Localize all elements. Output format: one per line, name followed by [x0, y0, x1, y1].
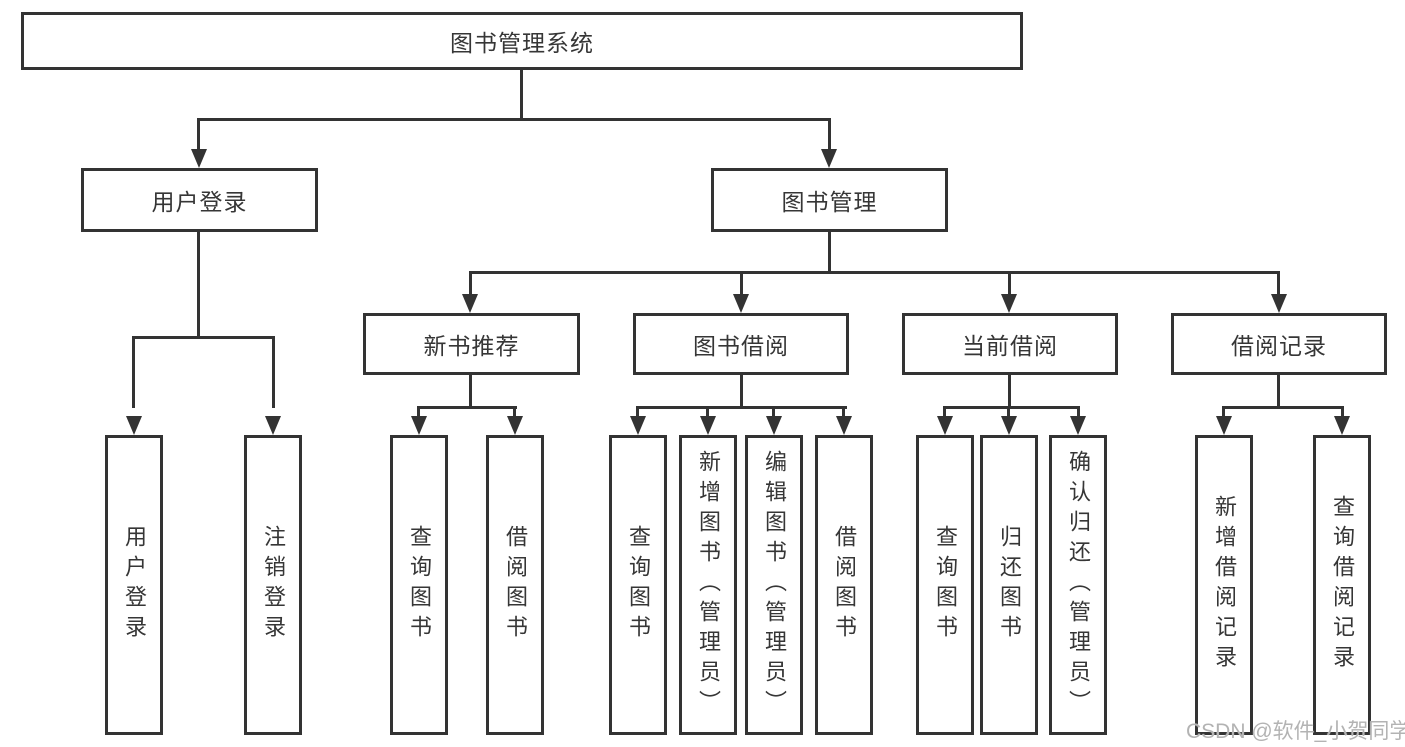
arrow-down-icon — [462, 294, 478, 313]
leaf-label: 借阅图书 — [503, 525, 528, 645]
leaf-label: 编辑图书（管理员） — [762, 450, 787, 720]
leaf-edit-books-admin: 编辑图书（管理员） — [745, 435, 803, 735]
connector-line — [513, 406, 516, 418]
leaf-logout: 注销登录 — [244, 435, 302, 735]
connector-line — [772, 406, 775, 418]
connector-line — [1077, 406, 1080, 418]
arrow-down-icon — [265, 416, 281, 435]
leaf-label: 确认归还（管理员） — [1066, 450, 1091, 720]
arrow-down-icon — [1001, 416, 1017, 435]
node-borrowing-records: 借阅记录 — [1171, 313, 1387, 375]
leaf-query-borrow-record: 查询借阅记录 — [1313, 435, 1371, 735]
connector-line — [198, 118, 831, 121]
arrow-down-icon — [733, 294, 749, 313]
node-library-management-system: 图书管理系统 — [21, 12, 1023, 70]
leaf-label: 查询图书 — [407, 525, 432, 645]
connector-line — [197, 232, 200, 336]
leaf-label: 借阅图书 — [832, 525, 857, 645]
arrow-down-icon — [1001, 294, 1017, 313]
connector-line — [828, 118, 831, 151]
csdn-watermark: CSDN @软件_小贺同学 — [1186, 720, 1405, 743]
node-book-borrowing: 图书借阅 — [633, 313, 849, 375]
leaf-query-books-borrowing: 查询图书 — [609, 435, 667, 735]
connector-line — [740, 271, 743, 296]
connector-line — [469, 375, 472, 406]
connector-line — [469, 271, 1280, 274]
arrow-down-icon — [1334, 416, 1350, 435]
connector-line — [1222, 406, 1225, 418]
arrow-down-icon — [630, 416, 646, 435]
leaf-label: 查询图书 — [626, 525, 651, 645]
connector-line — [637, 406, 847, 409]
connector-line — [706, 406, 709, 418]
connector-line — [418, 406, 517, 409]
connector-line — [1341, 406, 1344, 418]
arrow-down-icon — [1216, 416, 1232, 435]
connector-line — [828, 232, 831, 271]
leaf-query-books-current: 查询图书 — [916, 435, 974, 735]
leaf-confirm-return-admin: 确认归还（管理员） — [1049, 435, 1107, 735]
connector-line — [636, 406, 639, 418]
arrow-down-icon — [126, 416, 142, 435]
leaf-add-books-admin: 新增图书（管理员） — [679, 435, 737, 735]
connector-line — [842, 406, 845, 418]
connector-line — [469, 271, 472, 296]
arrow-down-icon — [836, 416, 852, 435]
node-current-borrowing: 当前借阅 — [902, 313, 1118, 375]
connector-line — [740, 375, 743, 406]
leaf-label: 注销登录 — [261, 525, 286, 645]
leaf-label: 查询借阅记录 — [1330, 495, 1355, 675]
arrow-down-icon — [766, 416, 782, 435]
arrow-down-icon — [821, 149, 837, 168]
node-book-management: 图书管理 — [711, 168, 948, 232]
arrow-down-icon — [937, 416, 953, 435]
arrow-down-icon — [1271, 294, 1287, 313]
connector-line — [520, 70, 523, 118]
connector-line — [417, 406, 420, 418]
connector-line — [1277, 271, 1280, 296]
connector-line — [1223, 406, 1344, 409]
leaf-query-books-recommend: 查询图书 — [390, 435, 448, 735]
connector-line — [197, 118, 200, 151]
leaf-label: 查询图书 — [933, 525, 958, 645]
connector-line — [272, 336, 275, 408]
arrow-down-icon — [411, 416, 427, 435]
connector-line — [132, 336, 135, 408]
arrow-down-icon — [700, 416, 716, 435]
node-user-login: 用户登录 — [81, 168, 318, 232]
leaf-borrow-books-borrowing: 借阅图书 — [815, 435, 873, 735]
leaf-label: 新增图书（管理员） — [696, 450, 721, 720]
arrow-down-icon — [507, 416, 523, 435]
connector-line — [133, 336, 275, 339]
arrow-down-icon — [1070, 416, 1086, 435]
leaf-borrow-books-recommend: 借阅图书 — [486, 435, 544, 735]
connector-line — [1007, 406, 1010, 418]
leaf-return-books: 归还图书 — [980, 435, 1038, 735]
connector-line — [1277, 375, 1280, 406]
leaf-label: 用户登录 — [122, 525, 147, 645]
arrow-down-icon — [191, 149, 207, 168]
leaf-label: 新增借阅记录 — [1212, 495, 1237, 675]
connector-line — [1008, 271, 1011, 296]
connector-line — [944, 406, 1080, 409]
leaf-add-borrow-record: 新增借阅记录 — [1195, 435, 1253, 735]
node-new-book-recommendation: 新书推荐 — [363, 313, 580, 375]
leaf-user-login: 用户登录 — [105, 435, 163, 735]
connector-line — [943, 406, 946, 418]
connector-line — [1008, 375, 1011, 406]
leaf-label: 归还图书 — [997, 525, 1022, 645]
